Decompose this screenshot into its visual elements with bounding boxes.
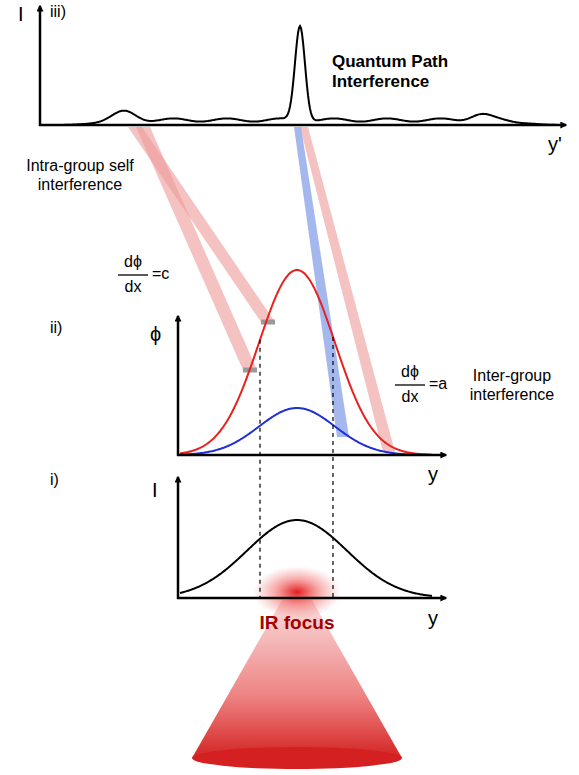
label: dx <box>402 387 419 406</box>
label: I <box>152 478 158 502</box>
label: y <box>428 462 438 486</box>
axis <box>177 316 180 456</box>
label: ii) <box>50 318 62 337</box>
intra-beam <box>136 127 257 370</box>
label: Intra-group self interference <box>15 156 145 194</box>
label: Inter-group interference <box>457 366 567 404</box>
label: ϕ <box>150 322 161 346</box>
fraction-bar <box>395 384 425 385</box>
label: dx <box>125 277 142 296</box>
axis <box>39 124 566 127</box>
label: i) <box>50 470 59 489</box>
ir-focus-spot <box>253 566 341 618</box>
phase-curve-red <box>180 270 432 455</box>
label: Quantum Path Interference <box>332 52 462 93</box>
ir-beam-base <box>192 747 402 769</box>
dashed-guide <box>259 340 260 597</box>
label: =c <box>152 264 169 283</box>
qpi-intensity-curve <box>42 26 560 125</box>
label: y <box>428 606 438 630</box>
ir-beam-cone <box>192 600 402 758</box>
fraction-bar <box>118 274 148 275</box>
label: dϕ <box>124 252 142 271</box>
label: iii) <box>50 2 66 21</box>
gradient-marker <box>261 320 275 325</box>
axis <box>177 454 446 457</box>
phase-curve-blue <box>180 408 432 455</box>
label: =a <box>429 374 447 393</box>
axis <box>39 6 42 126</box>
axis <box>177 597 446 600</box>
label: IR focus <box>260 612 335 635</box>
inter-beam <box>294 127 349 437</box>
dashed-guide <box>332 337 333 597</box>
ir-intensity-curve <box>180 520 432 596</box>
label: dϕ <box>401 362 419 381</box>
label: I <box>18 2 24 26</box>
axis <box>177 477 180 599</box>
label: y' <box>548 132 562 156</box>
